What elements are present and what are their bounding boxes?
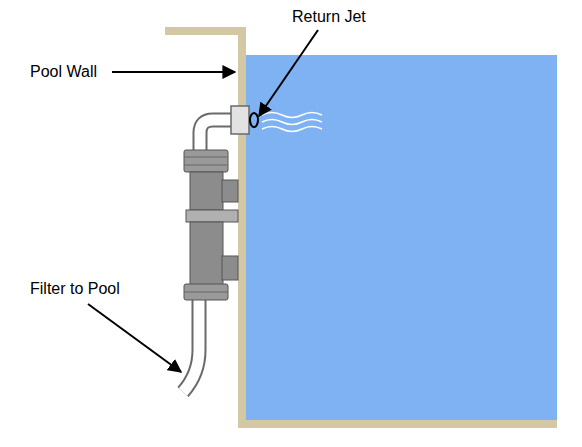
flow-ripple bbox=[262, 127, 322, 132]
pool-rim bbox=[165, 27, 246, 35]
union-nut bbox=[184, 284, 228, 300]
pool-water bbox=[246, 55, 557, 421]
leader-arrow bbox=[112, 71, 235, 73]
callout-label: Return Jet bbox=[292, 7, 366, 26]
leader-arrow bbox=[88, 304, 181, 372]
pool-floor bbox=[238, 420, 557, 428]
flow-ripple bbox=[262, 120, 322, 125]
jet-fitting bbox=[231, 106, 249, 134]
leader-arrow bbox=[259, 30, 318, 116]
pipe-lower bbox=[183, 298, 199, 392]
callout-label: Pool Wall bbox=[30, 62, 97, 81]
callout-label: Filter to Pool bbox=[30, 279, 120, 298]
valve-stub bbox=[222, 180, 238, 202]
valve-body bbox=[190, 172, 223, 210]
jet-eyeball bbox=[250, 113, 258, 127]
valve-stub bbox=[222, 256, 238, 280]
valve-body bbox=[190, 222, 223, 285]
pool-wall bbox=[238, 27, 246, 428]
valve-band bbox=[186, 210, 238, 222]
flow-ripple bbox=[262, 113, 322, 118]
union-nut bbox=[184, 150, 228, 172]
pipe-outline bbox=[183, 298, 199, 392]
